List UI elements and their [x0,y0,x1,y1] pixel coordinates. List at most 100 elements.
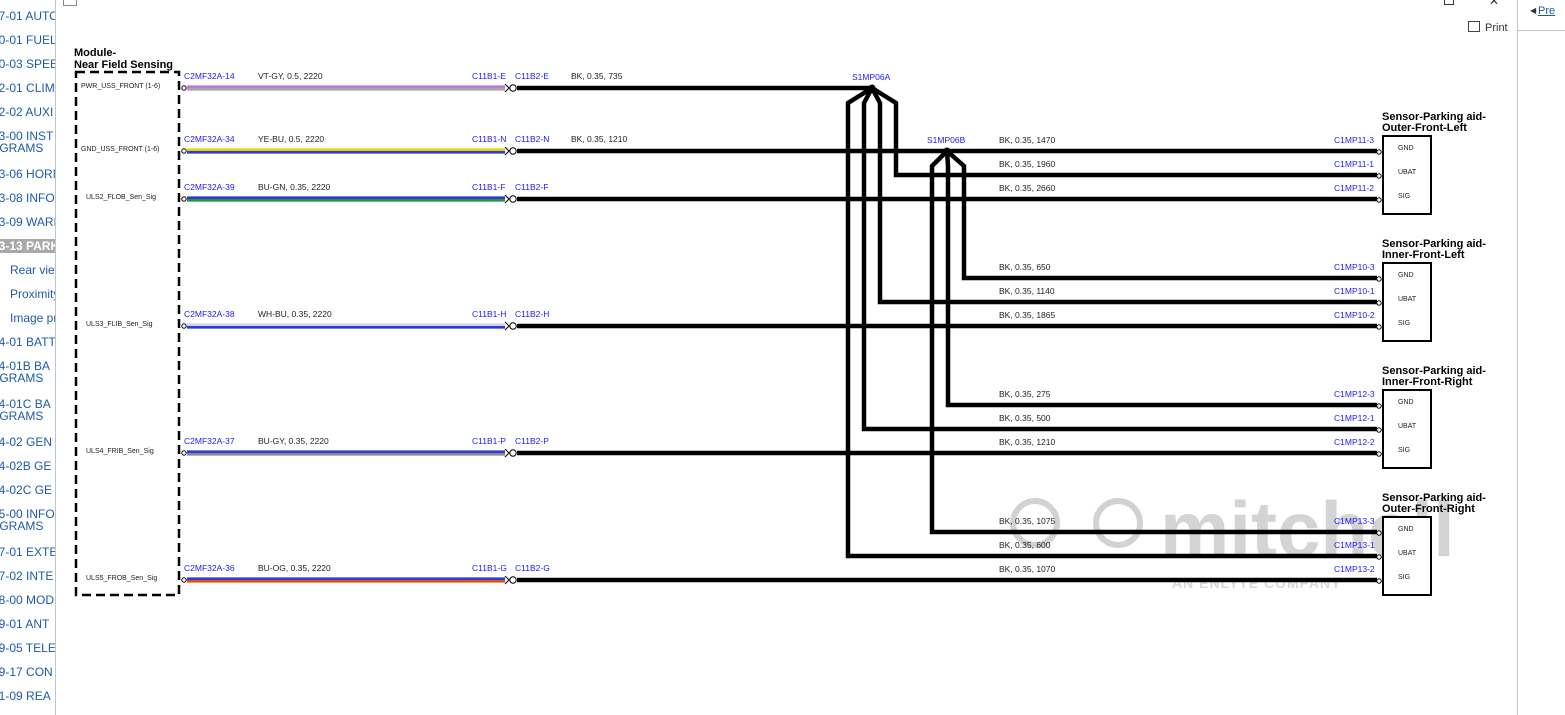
nav-item[interactable]: 13-06 HORN [0,168,55,180]
ground-wire [944,150,1377,408]
inline-connector-symbol [504,321,510,331]
maximize-icon[interactable] [1444,0,1454,5]
previous-link[interactable]: Pre [1538,5,1556,17]
nav-item[interactable]: Proximity [10,288,55,300]
wire-spec-label: VT-GY, 0.5, 2220 [258,71,323,81]
wire-spec-label: BK, 0.35, 1210 [571,134,628,144]
connector-label: C2MF32A-34 [184,134,235,144]
module-pin-terminal [181,196,187,202]
watermark-logo-ring [1093,498,1143,548]
inline-connector-label: C11B2-F [515,182,548,192]
chevron-left-icon: ◀ [1530,6,1537,15]
nav-item[interactable]: 17-01 EXTE [0,545,56,559]
nav-item-label-continued: IAGRAMS [0,519,44,533]
nav-item[interactable]: 18-00 MOD [0,594,55,606]
ground-wire [945,149,1377,281]
nav-item[interactable]: 10-01 FUEL [0,33,56,47]
inline-connector-pin [509,449,517,457]
wire-spec-label: BK, 0.35, 735 [571,71,623,81]
nav-item[interactable]: 10-03 SPEED [0,57,55,71]
inline-connector-pin [509,322,517,330]
splice-label: S1MP06B [927,135,966,145]
sensor-pin-terminal [1376,173,1382,179]
wire-spec-label: BK, 0.35, 275 [999,389,1051,399]
nav-item[interactable]: Rear view [10,264,55,276]
module-pin-label: ULS3_FLIB_Sen_Sig [86,321,153,328]
nav-item[interactable]: 14-01B BAIAGRAMS [0,359,55,385]
inline-connector-symbol [504,575,510,585]
sensor-subtitle: Outer-Front-Right [1382,503,1475,515]
wire-spec-label: BK, 0.35, 650 [999,262,1051,272]
wire-spec-label: BK, 0.35, 1210 [999,437,1056,447]
nav-item-label: 14-01C BA [0,397,51,411]
sensor-pin-label: SIG [1398,447,1410,454]
nav-item[interactable]: 13-13 PARK [0,239,55,253]
inline-connector-pin [509,84,517,92]
wire-spec-label: BK, 0.35, 600 [999,540,1051,550]
sensor-pin-label: GND [1398,272,1414,279]
connector-label: C1MP12-1 [1334,413,1375,423]
inline-connector-pin [509,195,517,203]
nav-item-label-continued: IAGRAMS [0,409,44,423]
wire-spec-label: YE-BU, 0.5, 2220 [258,134,324,144]
nav-item[interactable]: 19-17 CON [0,666,55,678]
nav-item-label: 15-00 INFO [0,507,55,521]
nav-item-label: 17-02 INTE [0,569,54,583]
module-pin-terminal [181,148,187,154]
nav-item[interactable]: 17-02 INTE [0,569,55,583]
sensor-pin-terminal [1376,554,1382,560]
nav-item[interactable]: 12-02 AUXI [0,105,55,119]
nav-item-label: 19-01 ANT [0,617,50,631]
nav-item-label: 01-09 REA [0,689,51,703]
close-icon[interactable]: ✕ [1489,0,1500,8]
sensor-pin-terminal [1376,451,1382,457]
nav-item[interactable]: 14-01 BATT [0,336,55,348]
sensor-title: Sensor-Parking aid- [1382,111,1486,123]
nav-item[interactable]: 14-02B GE [0,460,55,472]
printer-icon [1468,21,1480,32]
module-pin-terminal [181,450,187,456]
nav-item-label: 17-01 EXTE [0,545,56,559]
nav-item-label: 12-01 CLIM [0,81,55,95]
sensor-box [1382,389,1432,469]
connector-label: C2MF32A-38 [184,309,235,319]
sensor-box [1382,516,1432,596]
inline-connector-label: C11B1-H [472,309,506,319]
inline-connector-symbol [504,146,510,156]
sensor-subtitle: Inner-Front-Right [1382,376,1473,388]
nav-item-label: 10-03 SPEED [0,57,55,71]
sensor-title: Sensor-Parking aid- [1382,492,1486,504]
nav-item-label: 10-01 FUEL [0,33,56,47]
nav-item[interactable]: 12-01 CLIM [0,81,55,95]
nav-item[interactable]: 19-01 ANT [0,617,55,631]
nav-item[interactable]: 13-08 INFO [0,192,55,204]
nav-item[interactable]: 19-05 TELE [0,642,55,654]
nav-item[interactable]: 01-09 REA [0,689,55,703]
nav-item-label: 14-01B BA [0,359,51,373]
nav-item[interactable]: 14-01C BAIAGRAMS [0,397,55,423]
connector-label: C1MP12-2 [1334,437,1375,447]
print-button[interactable]: Print [1468,21,1508,34]
nav-item-label-continued: IAGRAMS [0,371,44,385]
nav-item[interactable]: 14-02 GEN [0,436,55,448]
sensor-pin-label: SIG [1398,574,1410,581]
inline-connector-label: C11B2-P [515,436,549,446]
inline-connector-label: C11B2-E [515,71,549,81]
sensor-pin-label: SIG [1398,320,1410,327]
sensor-pin-label: UBAT [1398,169,1417,176]
connector-label: C2MF32A-37 [184,436,235,446]
sensor-pin-terminal [1376,530,1382,536]
nav-item[interactable]: 14-02C GE [0,484,55,496]
nav-item[interactable]: Image pr [10,312,55,324]
nav-item[interactable]: 15-00 INFOIAGRAMS [0,507,55,533]
sensor-pin-terminal [1376,578,1382,584]
nav-item[interactable]: 13-00 INSTIAGRAMS [0,130,55,154]
nav-item-label: 12-02 AUXI [0,105,54,119]
nav-item[interactable]: 07-01 AUTO [0,10,55,22]
nav-item[interactable]: 13-09 WARN [0,216,55,228]
window-icon [63,0,77,6]
print-label: Print [1485,22,1508,34]
connector-label: C1MP10-3 [1334,262,1375,272]
wire-spec-label: BK, 0.35, 500 [999,413,1051,423]
